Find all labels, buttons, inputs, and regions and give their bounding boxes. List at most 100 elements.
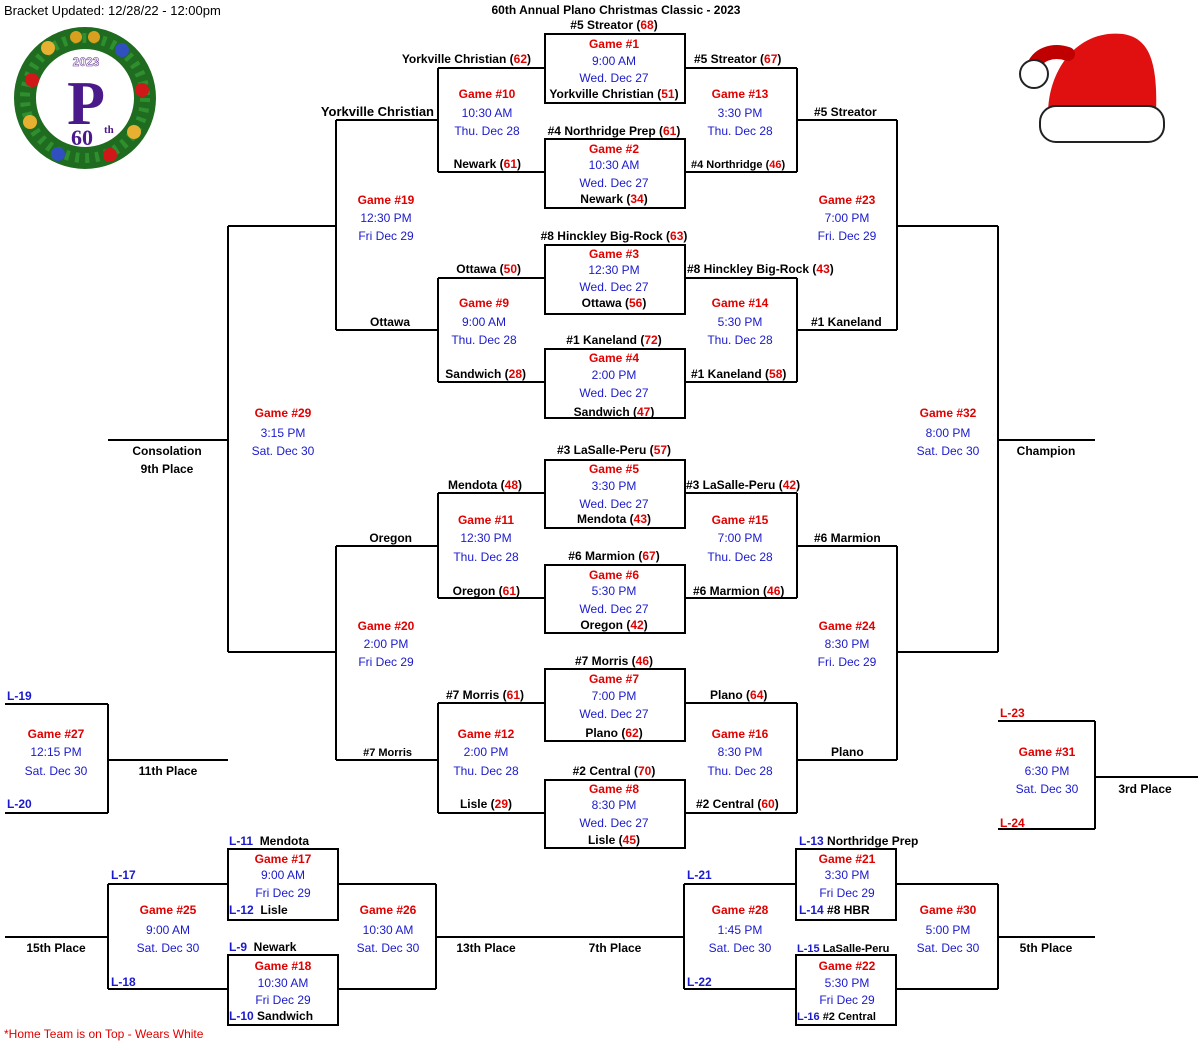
g31-top-ref: L-23 (1000, 706, 1025, 720)
g15-top-team: #3 LaSalle-Peru (42) (686, 478, 801, 492)
g25-label: Game #25 (139, 903, 197, 917)
g10-top-team: Yorkville Christian (62) (401, 52, 531, 66)
g21-time: 3:30 PM (824, 868, 870, 882)
page-title: 60th Annual Plano Christmas Classic - 20… (491, 3, 741, 17)
g18-label: Game #18 (254, 959, 312, 973)
g22-date: Fri Dec 29 (819, 993, 875, 1007)
g23-bottom-team: #1 Kaneland (811, 315, 882, 329)
g17-bottom-team: L-12 Lisle (229, 903, 288, 917)
g15-date: Thu. Dec 28 (707, 550, 773, 564)
g21-bottom-team: L-14 #8 HBR (799, 903, 870, 917)
bracket-updated-text: Bracket Updated: 12/28/22 - 12:00pm (4, 3, 221, 18)
g23-time: 7:00 PM (824, 211, 870, 225)
g2-time: 10:30 AM (588, 158, 640, 172)
logo-year: 2023 (73, 55, 100, 69)
g8-top-team: #2 Central (70) (572, 764, 656, 778)
g17-date: Fri Dec 29 (255, 886, 311, 900)
g20-label: Game #20 (357, 619, 415, 633)
g14-label: Game #14 (711, 296, 769, 310)
g2-bottom-team: Newark (34) (580, 192, 648, 206)
fifth-place-label: 5th Place (1019, 941, 1073, 955)
g19-bottom-team: Ottawa (369, 315, 410, 329)
g24-bottom-team: Plano (831, 745, 864, 759)
g24-time: 8:30 PM (824, 637, 870, 651)
box-game-7 (544, 668, 686, 742)
g32-date: Sat. Dec 30 (916, 444, 980, 458)
g26-label: Game #26 (359, 903, 417, 917)
g18-time: 10:30 AM (257, 976, 309, 990)
consolation-label: Consolation (132, 444, 202, 458)
g4-label: Game #4 (588, 351, 640, 365)
g1-label: Game #1 (588, 37, 640, 51)
g8-bottom-team: Lisle (45) (587, 833, 641, 847)
g32-label: Game #32 (919, 406, 977, 420)
g21-top-team: L-13 Northridge Prep (799, 834, 919, 848)
g11-time: 12:30 PM (460, 531, 512, 545)
g28-time: 1:45 PM (717, 923, 763, 937)
third-place-label: 3rd Place (1118, 782, 1172, 796)
g10-bottom-team: Newark (61) (453, 157, 521, 171)
g27-time: 12:15 PM (30, 745, 82, 759)
g5-label: Game #5 (588, 462, 640, 476)
g16-bottom-team: #2 Central (60) (696, 797, 779, 811)
g4-date: Wed. Dec 27 (579, 386, 649, 400)
g20-date: Fri Dec 29 (358, 655, 414, 669)
g7-date: Wed. Dec 27 (579, 707, 649, 721)
g7-time: 7:00 PM (591, 689, 637, 703)
box-game-2 (544, 138, 686, 209)
g18-bottom-team: L-10 Sandwich (229, 1009, 314, 1023)
box-game-3 (544, 244, 686, 315)
eleventh-place-label: 11th Place (138, 764, 198, 778)
champion-label: Champion (1016, 444, 1076, 458)
g14-date: Thu. Dec 28 (707, 333, 773, 347)
g22-top-team: L-15 LaSalle-Peru (797, 943, 890, 955)
g17-time: 9:00 AM (260, 868, 306, 882)
g12-time: 2:00 PM (463, 745, 509, 759)
g31-date: Sat. Dec 30 (1015, 782, 1079, 796)
g2-date: Wed. Dec 27 (579, 176, 649, 190)
g27-date: Sat. Dec 30 (24, 764, 88, 778)
g25-bottom-ref: L-18 (111, 975, 136, 989)
g16-top-team: Plano (64) (710, 688, 768, 702)
g3-top-team: #8 Hinckley Big-Rock (63) (540, 229, 688, 243)
g7-bottom-team: Plano (62) (585, 726, 643, 740)
g13-time: 3:30 PM (717, 106, 763, 120)
g16-date: Thu. Dec 28 (707, 764, 773, 778)
g1-bottom-team: Yorkville Christian (51) (549, 87, 679, 101)
g24-top-team: #6 Marmion (814, 531, 881, 545)
fifteenth-place-label: 15th Place (26, 941, 86, 955)
g25-time: 9:00 AM (145, 923, 191, 937)
g20-time: 2:00 PM (363, 637, 409, 651)
logo-anniversary: 60 (71, 125, 93, 150)
g16-time: 8:30 PM (717, 745, 763, 759)
g13-label: Game #13 (711, 87, 769, 101)
g17-label: Game #17 (254, 852, 312, 866)
g23-date: Fri. Dec 29 (817, 229, 877, 243)
g12-bottom-team: Lisle (29) (459, 797, 512, 811)
g19-date: Fri Dec 29 (358, 229, 414, 243)
g23-label: Game #23 (818, 193, 876, 207)
g5-date: Wed. Dec 27 (579, 497, 649, 511)
g6-bottom-team: Oregon (42) (580, 618, 648, 632)
g28-bottom-ref: L-22 (687, 975, 712, 989)
g3-bottom-team: Ottawa (56) (581, 296, 647, 310)
g5-time: 3:30 PM (591, 479, 637, 493)
g1-date: Wed. Dec 27 (579, 71, 649, 85)
logo-letter: P (67, 70, 105, 138)
g14-bottom-team: #1 Kaneland (58) (691, 367, 787, 381)
g5-bottom-team: Mendota (43) (576, 512, 652, 526)
g14-top-team: #8 Hinckley Big-Rock (43) (687, 262, 834, 276)
g20-top-team: Oregon (369, 531, 412, 545)
g13-date: Thu. Dec 28 (707, 124, 773, 138)
g11-label: Game #11 (457, 513, 515, 527)
g15-time: 7:00 PM (717, 531, 763, 545)
g21-date: Fri Dec 29 (819, 886, 875, 900)
g17-top-team: L-11 Mendota (229, 834, 310, 848)
g14-time: 5:30 PM (717, 315, 763, 329)
g24-date: Fri. Dec 29 (817, 655, 877, 669)
g11-date: Thu. Dec 28 (453, 550, 519, 564)
g11-bottom-team: Oregon (61) (452, 584, 520, 598)
g10-label: Game #10 (458, 87, 516, 101)
g19-time: 12:30 PM (360, 211, 412, 225)
